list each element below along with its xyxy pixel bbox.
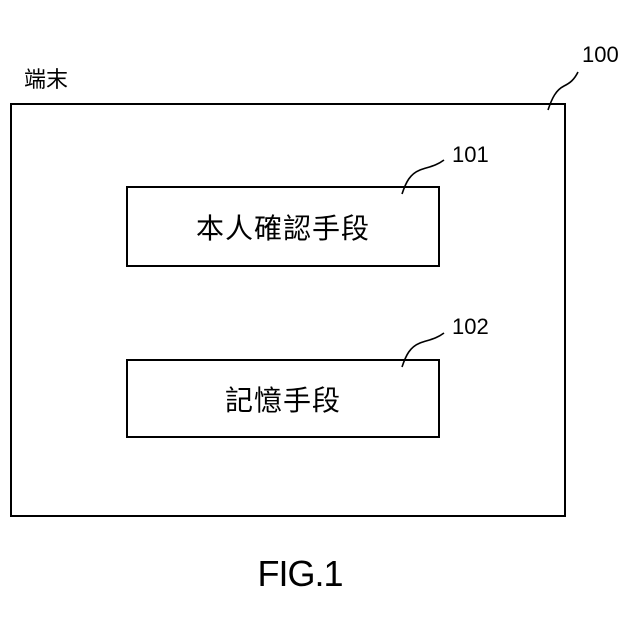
terminal-label: 端末 (24, 70, 68, 92)
identity-verification-label: 本人確認手段 (196, 207, 370, 247)
ref-number-102: 102 (452, 316, 489, 338)
storage-label: 記憶手段 (225, 379, 341, 419)
ref-number-100: 100 (582, 44, 619, 66)
identity-verification-box: 本人確認手段 (126, 186, 440, 267)
storage-box: 記憶手段 (126, 359, 440, 438)
figure-caption: FIG.1 (0, 556, 600, 592)
ref-number-101: 101 (452, 144, 489, 166)
